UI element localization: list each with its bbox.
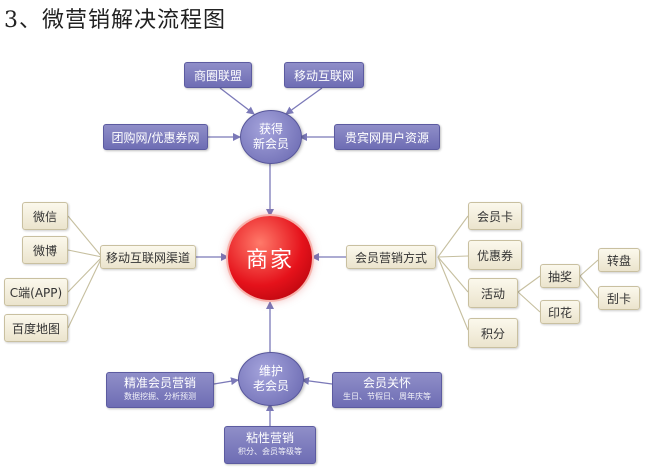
edge-methods-points [437,256,469,331]
sticky-sub: 积分、会员等级等 [238,447,302,456]
source-shangquan: 商圈联盟 [184,62,252,88]
sticky-marketing: 粘性营销 积分、会员等级等 [224,426,316,464]
merchant-hub: 商家 [228,216,312,300]
edge-methods-card [437,215,469,258]
acquire-line1: 获得 [258,122,283,136]
channel-weixin: 微信 [22,202,68,230]
edge-channel-weixin [67,215,103,258]
edge-precise-to-old [213,377,239,386]
source-vip-users: 贵宾网用户资源 [334,124,440,150]
precise-member-marketing: 精准会员营销 数据挖掘、分析预测 [106,372,214,408]
channel-baidu-map: 百度地图 [4,314,68,342]
edge-lottery-wheel [579,259,599,277]
acquire-new-members-circle: 获得 新会员 [240,110,302,164]
sticky-label: 粘性营销 [245,431,294,445]
edge-channel-baidu [67,256,103,329]
method-coupon: 优惠券 [468,240,522,270]
edge-activity-stamp [517,291,541,313]
lottery-wheel: 转盘 [598,248,640,272]
member-care: 会员关怀 生日、节假日、周年庆等 [332,372,442,408]
activity-lottery: 抽奖 [540,264,580,288]
edge-mobile-to-new [285,87,323,115]
member-marketing-methods: 会员营销方式 [346,245,436,269]
care-sub: 生日、节假日、周年庆等 [343,392,431,401]
precise-label: 精准会员营销 [123,376,196,390]
edge-care-to-old [301,376,333,385]
method-points: 积分 [468,318,518,348]
lottery-scratch-card: 刮卡 [598,286,640,310]
edge-channel-app [67,256,103,293]
source-tuangou: 团购网/优惠券网 [103,124,208,150]
edge-channel-weibo [67,249,103,258]
acquire-line2: 新会员 [252,137,289,151]
channel-weibo: 微博 [22,236,68,264]
edge-methods-activity [437,256,469,293]
channel-mobile-internet: 移动互联网渠道 [100,245,196,269]
edge-methods-coupon [437,255,469,258]
activity-stamp: 印花 [540,300,580,324]
edge-shangquan-to-new [219,87,255,115]
edge-activity-lottery [517,275,541,293]
edge-lottery-scratch [579,275,599,299]
maintain-line1: 维护 [258,364,283,378]
page-title: 3、微营销解决流程图 [4,8,226,33]
method-member-card: 会员卡 [468,202,522,230]
maintain-old-members-circle: 维护 老会员 [238,352,304,406]
maintain-line2: 老会员 [252,379,289,393]
channel-app: C端(APP) [4,278,68,306]
source-mobile-internet: 移动互联网 [284,62,364,88]
precise-sub: 数据挖掘、分析预测 [124,392,196,401]
care-label: 会员关怀 [362,376,411,390]
method-activity: 活动 [468,278,518,308]
